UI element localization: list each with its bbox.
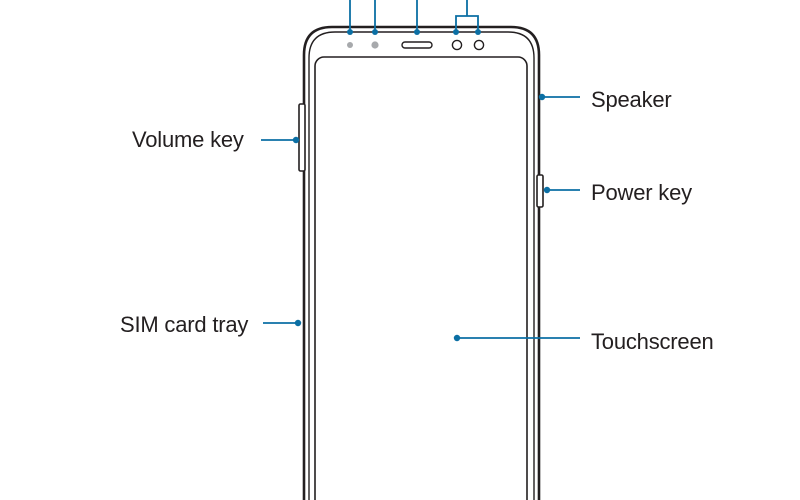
touchscreen-label: Touchscreen <box>591 329 714 354</box>
power-key-button <box>536 174 544 208</box>
iris-camera-icon <box>451 39 463 51</box>
top-callout-dots <box>347 29 481 35</box>
touchscreen-callout <box>453 334 580 342</box>
phone-bezel-outline <box>308 31 535 500</box>
power-key-label: Power key <box>591 180 692 205</box>
earpiece-slot <box>401 41 433 49</box>
callout-line-cameras <box>455 0 479 31</box>
top-callouts <box>349 0 479 31</box>
volume-key-callout <box>261 136 300 144</box>
proximity-sensor-icon <box>347 42 353 48</box>
phone-body-outline <box>302 25 541 500</box>
speaker-label: Speaker <box>591 87 672 112</box>
speaker-callout <box>538 93 580 101</box>
sim-card-tray-callout <box>263 319 302 327</box>
power-key-callout <box>543 186 580 194</box>
light-sensor-icon <box>371 41 379 49</box>
sim-card-tray-label: SIM card tray <box>120 312 249 337</box>
volume-key-label: Volume key <box>132 127 244 152</box>
volume-key-button <box>298 103 306 172</box>
touchscreen-panel <box>314 56 528 500</box>
front-camera-icon <box>473 39 485 51</box>
